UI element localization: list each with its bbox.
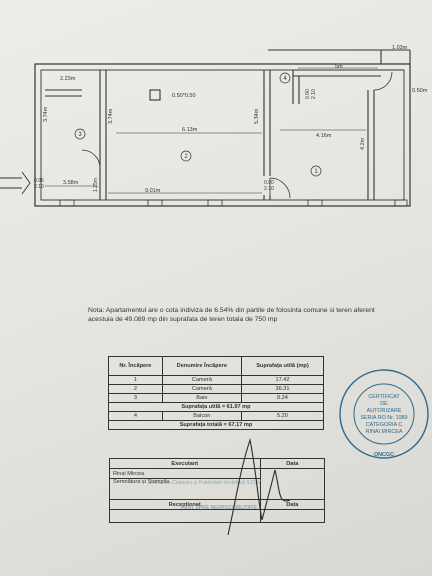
dim-label: 3.74m: [108, 108, 114, 124]
stamp-line: RINAI MIRCEA: [365, 429, 403, 435]
note-text: Apartamentul are o cota indiviza de 6.54…: [88, 307, 375, 323]
dim-label: 2.23m: [60, 76, 76, 82]
room-number-1: 1: [314, 169, 318, 175]
dim-label: 3.74m: [43, 106, 49, 122]
grand-total: Suprafața totală = 67.17 mp: [108, 420, 324, 430]
note-label: Nota:: [88, 307, 105, 314]
dim-label: 1.25m: [93, 178, 99, 192]
stamp-bottom: ONCGC: [373, 452, 395, 458]
signature-table: Executant Data Rinai Mircea Semnătura și…: [109, 458, 325, 523]
faint-stamp-text: Oficiul de Cadastru și Publicitate Imobi…: [150, 480, 261, 486]
stamp-line: CERTIFICAT: [368, 394, 400, 400]
dim-label: 3.58m: [63, 180, 79, 186]
dim-label: 1.03m: [392, 45, 408, 51]
dim-label: 9.01m: [145, 188, 161, 194]
stamp-line: CATEGORIA C: [365, 422, 403, 428]
room-number-4: 4: [283, 76, 287, 82]
stamp-line: AUTORIZARE: [366, 408, 402, 414]
room-number-3: 3: [78, 132, 82, 138]
note-paragraph: Nota: Apartamentul are o cota indiviza d…: [88, 307, 388, 324]
rooms-table: Nr. Încăpere Denumire Încăpere Suprafața…: [108, 356, 325, 430]
room-number-2: 2: [184, 154, 188, 160]
dim-label: 0.90: [264, 180, 274, 186]
dim-label: 2.10: [264, 186, 274, 192]
stamp-ring: [339, 369, 429, 459]
dim-label: 4.16m: [316, 133, 332, 139]
dim-label: 4.2m: [360, 137, 366, 150]
dim-label: 6.13m: [182, 127, 198, 133]
dim-label: 0.50m: [412, 88, 428, 94]
dim-label: 2.10: [34, 184, 44, 190]
dim-label: 5.34m: [254, 108, 260, 124]
dim-label: 0.95: [34, 178, 44, 184]
faint-stamp-text: VIZAT SPRE NEOPOZABILITATE: [180, 505, 257, 511]
dim-label: 0.90: [305, 89, 311, 99]
header-area: Suprafața utilă (mp): [240, 356, 325, 376]
official-stamp: CERTIFICAT DE AUTORIZARE SERIA RO Nr. 19…: [336, 366, 432, 462]
dim-label: 2.10: [311, 89, 317, 99]
dim-label: 5m: [335, 64, 343, 70]
stamp-line: SERIA RO Nr. 1989: [360, 415, 408, 421]
stamp-line: DE: [380, 401, 388, 407]
dim-label: 0.50*0.50: [172, 93, 196, 99]
